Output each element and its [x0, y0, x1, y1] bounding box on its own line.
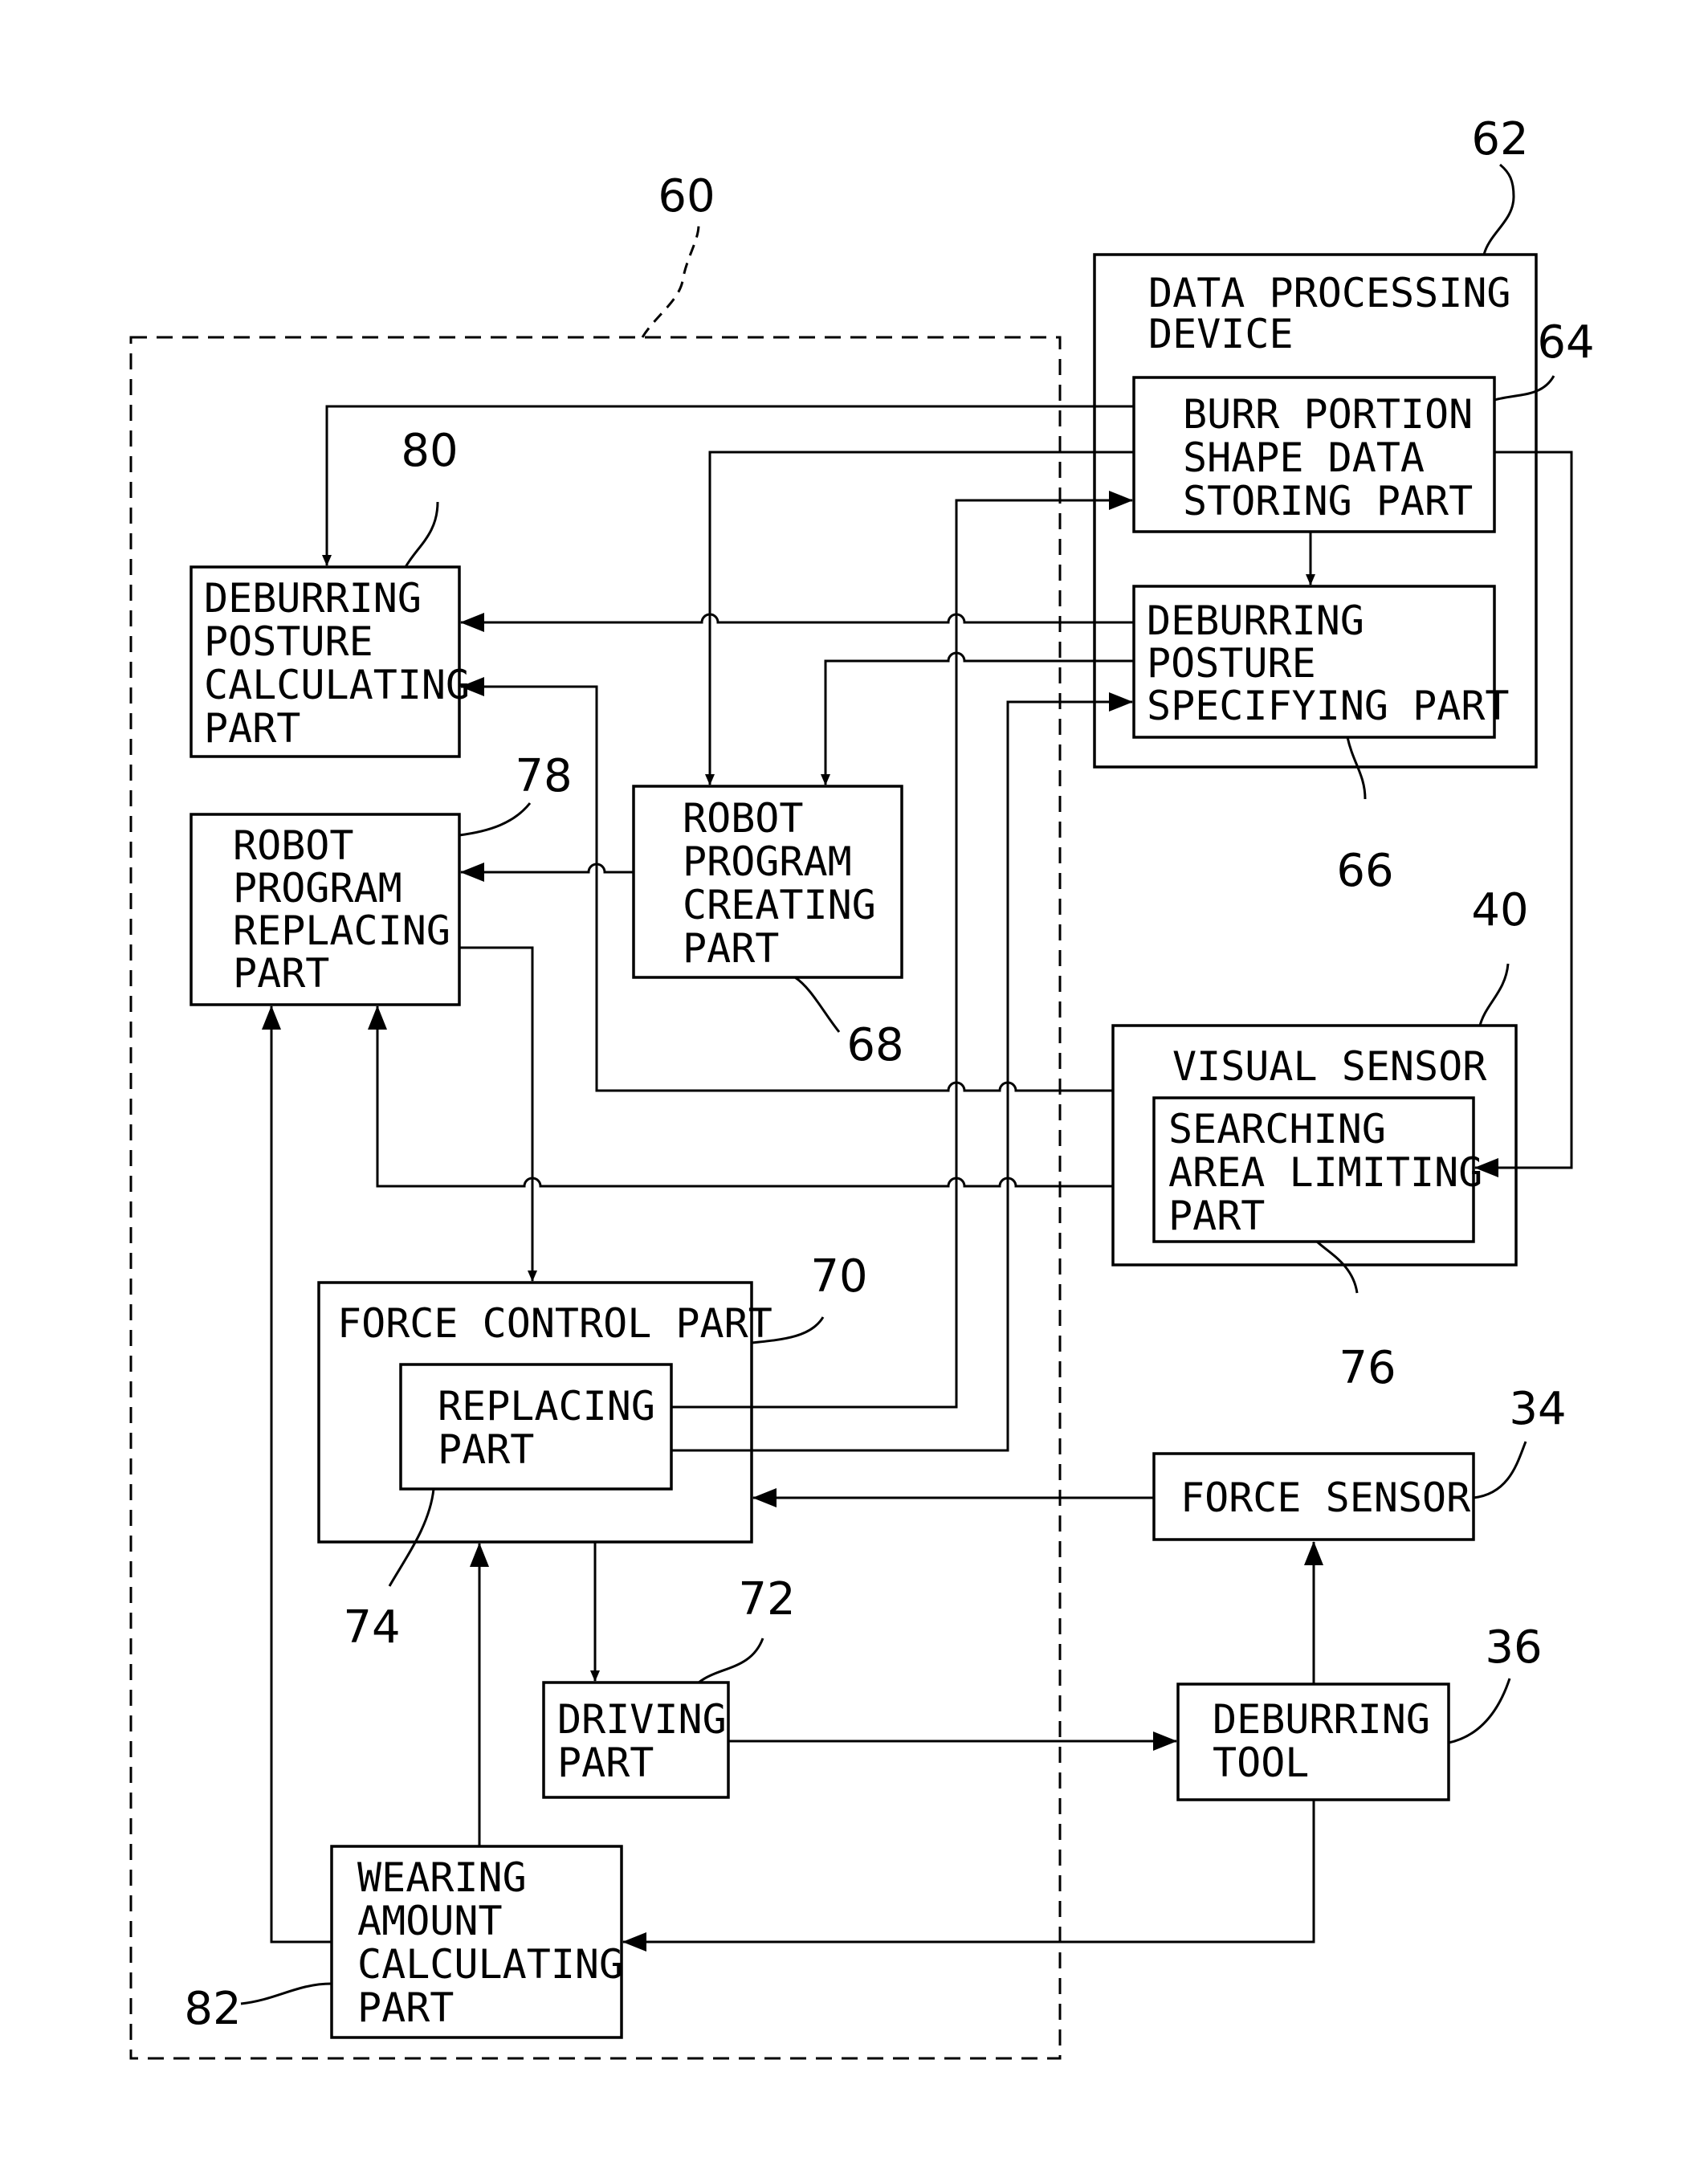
robot-program-replacing-part-leader — [459, 803, 530, 835]
burr-portion-shape-data-storing-part-leader — [1494, 376, 1554, 400]
force-control-part-ref: 70 — [810, 1250, 867, 1303]
wire-searching-to-replacing — [377, 1006, 1113, 1186]
data-processing-device-label: DATA PROCESSING DEVICE — [1148, 270, 1535, 357]
replacing-part-label: REPLACING PART — [438, 1383, 679, 1473]
visual-sensor-ref: 40 — [1471, 884, 1528, 936]
wearing-amount-calculating-part-label: WEARING AMOUNT CALCULATING PART — [357, 1854, 647, 2031]
deburring-tool-leader — [1449, 1678, 1510, 1743]
wire-replacing-to-force-control — [459, 948, 532, 1281]
driving-part-label: DRIVING PART — [557, 1696, 751, 1786]
deburring-tool-ref: 36 — [1485, 1621, 1542, 1674]
wire-specifying-to-calculating — [461, 614, 1134, 622]
searching-area-limiting-part-ref: 76 — [1339, 1342, 1396, 1394]
wire-creating-to-replacing — [461, 864, 634, 872]
deburring-tool-label: DEBURRING TOOL — [1213, 1696, 1454, 1786]
deburring-posture-calculating-part-label: DEBURRING POSTURE CALCULATING PART — [204, 575, 494, 752]
force-sensor-leader — [1474, 1442, 1526, 1498]
data-processing-device-ref: 62 — [1471, 113, 1528, 165]
deburring-posture-calculating-part-leader — [406, 502, 438, 567]
deburring-posture-specifying-part-label: DEBURRING POSTURE SPECIFYING PART — [1147, 598, 1510, 729]
searching-area-limiting-part-leader — [1317, 1242, 1357, 1293]
force-sensor-ref: 34 — [1509, 1383, 1566, 1435]
force-control-part-label: FORCE CONTROL PART — [337, 1300, 772, 1347]
controller-leader — [642, 225, 699, 337]
driving-part-ref: 72 — [738, 1573, 795, 1625]
wire-storing-to-creating — [710, 452, 1134, 785]
driving-part-leader — [699, 1638, 763, 1683]
robot-program-creating-part-ref: 68 — [846, 1019, 903, 1071]
robot-program-creating-part-label: ROBOT PROGRAM CREATING PART — [683, 795, 900, 972]
visual-sensor-label: VISUAL SENSOR — [1172, 1043, 1487, 1090]
wire-tool-to-wearing — [623, 1800, 1314, 1942]
burr-portion-shape-data-storing-part-label: BURR PORTION SHAPE DATA STORING PART — [1183, 391, 1497, 524]
visual-sensor-leader — [1480, 964, 1508, 1026]
wire-specifying-to-creating — [825, 653, 1134, 785]
robot-program-replacing-part-label: ROBOT PROGRAM REPLACING PART — [233, 822, 475, 997]
wire-storing-to-searching — [1475, 452, 1571, 1168]
replacing-part-leader — [389, 1489, 434, 1586]
deburring-posture-calculating-part-ref: 80 — [401, 425, 458, 477]
wearing-amount-calculating-part-leader — [241, 1984, 332, 2004]
robot-program-creating-part-leader — [795, 977, 839, 1032]
replacing-part-ref: 74 — [343, 1601, 400, 1654]
force-sensor-label: FORCE SENSOR — [1180, 1474, 1471, 1521]
wire-wearing-to-replacing — [271, 1006, 332, 1942]
controller-ref: 60 — [658, 170, 715, 222]
burr-portion-shape-data-storing-part-ref: 64 — [1537, 316, 1594, 369]
robot-program-replacing-part-ref: 78 — [515, 750, 572, 802]
wearing-amount-calculating-part-ref: 82 — [184, 1983, 241, 2035]
data-processing-device-leader — [1484, 165, 1514, 255]
searching-area-limiting-part-label: SEARCHING AREA LIMITING PART — [1168, 1106, 1506, 1239]
deburring-posture-specifying-part-ref: 66 — [1336, 845, 1393, 897]
